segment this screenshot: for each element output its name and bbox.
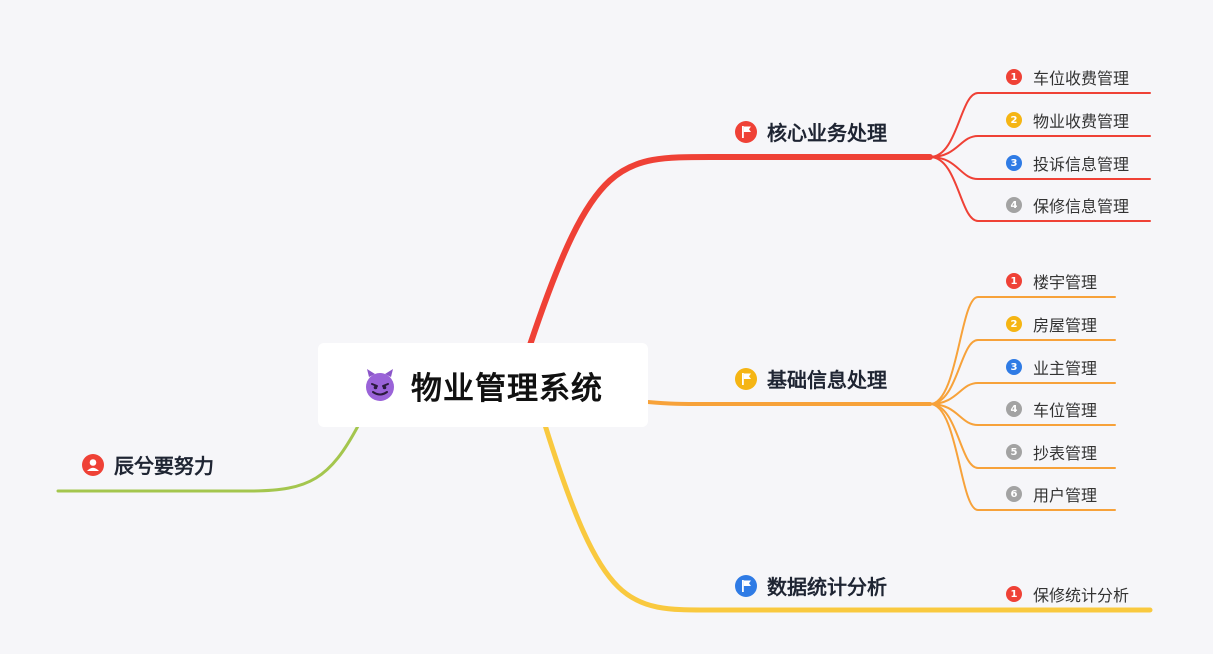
branch-connector [542, 422, 1153, 613]
number-badge-icon: 4 [1006, 197, 1022, 213]
number-badge-icon: 5 [1006, 444, 1022, 460]
leaf-topic-label: 业主管理 [1033, 359, 1098, 378]
flag-icon [735, 120, 757, 143]
leaf-topic[interactable]: 3 投诉信息管理 [1006, 151, 1129, 175]
branch-connector [527, 154, 933, 348]
leaf-topic-label: 车位管理 [1033, 401, 1098, 420]
leaf-connector [929, 156, 1151, 180]
leaf-topic-label: 物业收费管理 [1033, 112, 1130, 131]
leaf-topic-label: 楼宇管理 [1033, 273, 1098, 292]
leaf-topic[interactable]: 2 物业收费管理 [1006, 108, 1129, 132]
leaf-topic[interactable]: 6 用户管理 [1006, 482, 1097, 506]
leaf-topic-label: 车位收费管理 [1033, 69, 1130, 88]
leaf-connector [929, 403, 1116, 469]
number-badge-icon: 2 [1006, 112, 1022, 128]
flag-icon [735, 367, 757, 390]
user-icon [82, 453, 104, 476]
number-badge-icon: 2 [1006, 316, 1022, 332]
number-badge-icon: 3 [1006, 359, 1022, 375]
leaf-topic-label: 保修统计分析 [1033, 586, 1130, 605]
leaf-connector [929, 403, 1116, 426]
number-badge-icon: 1 [1006, 273, 1022, 289]
central-topic-title: 物业管理系统 [411, 370, 603, 407]
branch-topic-label: 核心业务处理 [767, 121, 887, 145]
leaf-connector [929, 156, 1151, 222]
number-badge-icon: 3 [1006, 155, 1022, 171]
leaf-topic-label: 保修信息管理 [1033, 197, 1130, 216]
leaf-connector [929, 296, 1116, 405]
leaf-topic[interactable]: 1 楼宇管理 [1006, 269, 1097, 293]
branch-topic[interactable]: 核心业务处理 [735, 117, 887, 146]
branch-connector [646, 400, 932, 406]
devil-emoji-icon [363, 368, 397, 402]
leaf-topic[interactable]: 3 业主管理 [1006, 355, 1097, 379]
flag-icon [735, 574, 757, 597]
leaf-topic[interactable]: 1 车位收费管理 [1006, 65, 1129, 89]
leaf-connector [929, 92, 1151, 158]
leaf-topic[interactable]: 4 车位管理 [1006, 397, 1097, 421]
central-topic[interactable]: 物业管理系统 [318, 343, 648, 427]
leaf-connector [929, 339, 1116, 405]
number-badge-icon: 1 [1006, 69, 1022, 85]
number-badge-icon: 6 [1006, 486, 1022, 502]
branch-topic-label: 基础信息处理 [767, 368, 887, 392]
left-branch-connector [56, 424, 360, 493]
leaf-topic[interactable]: 1 保修统计分析 [1006, 582, 1129, 606]
leaf-topic[interactable]: 2 房屋管理 [1006, 312, 1097, 336]
leaf-topic[interactable]: 5 抄表管理 [1006, 440, 1097, 464]
leaf-topic-label: 投诉信息管理 [1033, 155, 1130, 174]
leaf-connector [929, 135, 1151, 158]
leaf-topic[interactable]: 4 保修信息管理 [1006, 193, 1129, 217]
branch-topic-label: 数据统计分析 [767, 575, 887, 599]
leaf-connector [929, 382, 1116, 405]
branch-left-label: 辰兮要努力 [114, 454, 214, 478]
leaf-topic-label: 抄表管理 [1033, 444, 1098, 463]
leaf-topic-label: 房屋管理 [1033, 316, 1098, 335]
number-badge-icon: 1 [1006, 586, 1022, 602]
branch-topic[interactable]: 基础信息处理 [735, 364, 887, 393]
leaf-connector [929, 403, 1116, 511]
branch-topic[interactable]: 数据统计分析 [735, 571, 887, 600]
leaf-topic-label: 用户管理 [1033, 486, 1098, 505]
number-badge-icon: 4 [1006, 401, 1022, 417]
branch-left[interactable]: 辰兮要努力 [82, 450, 214, 479]
